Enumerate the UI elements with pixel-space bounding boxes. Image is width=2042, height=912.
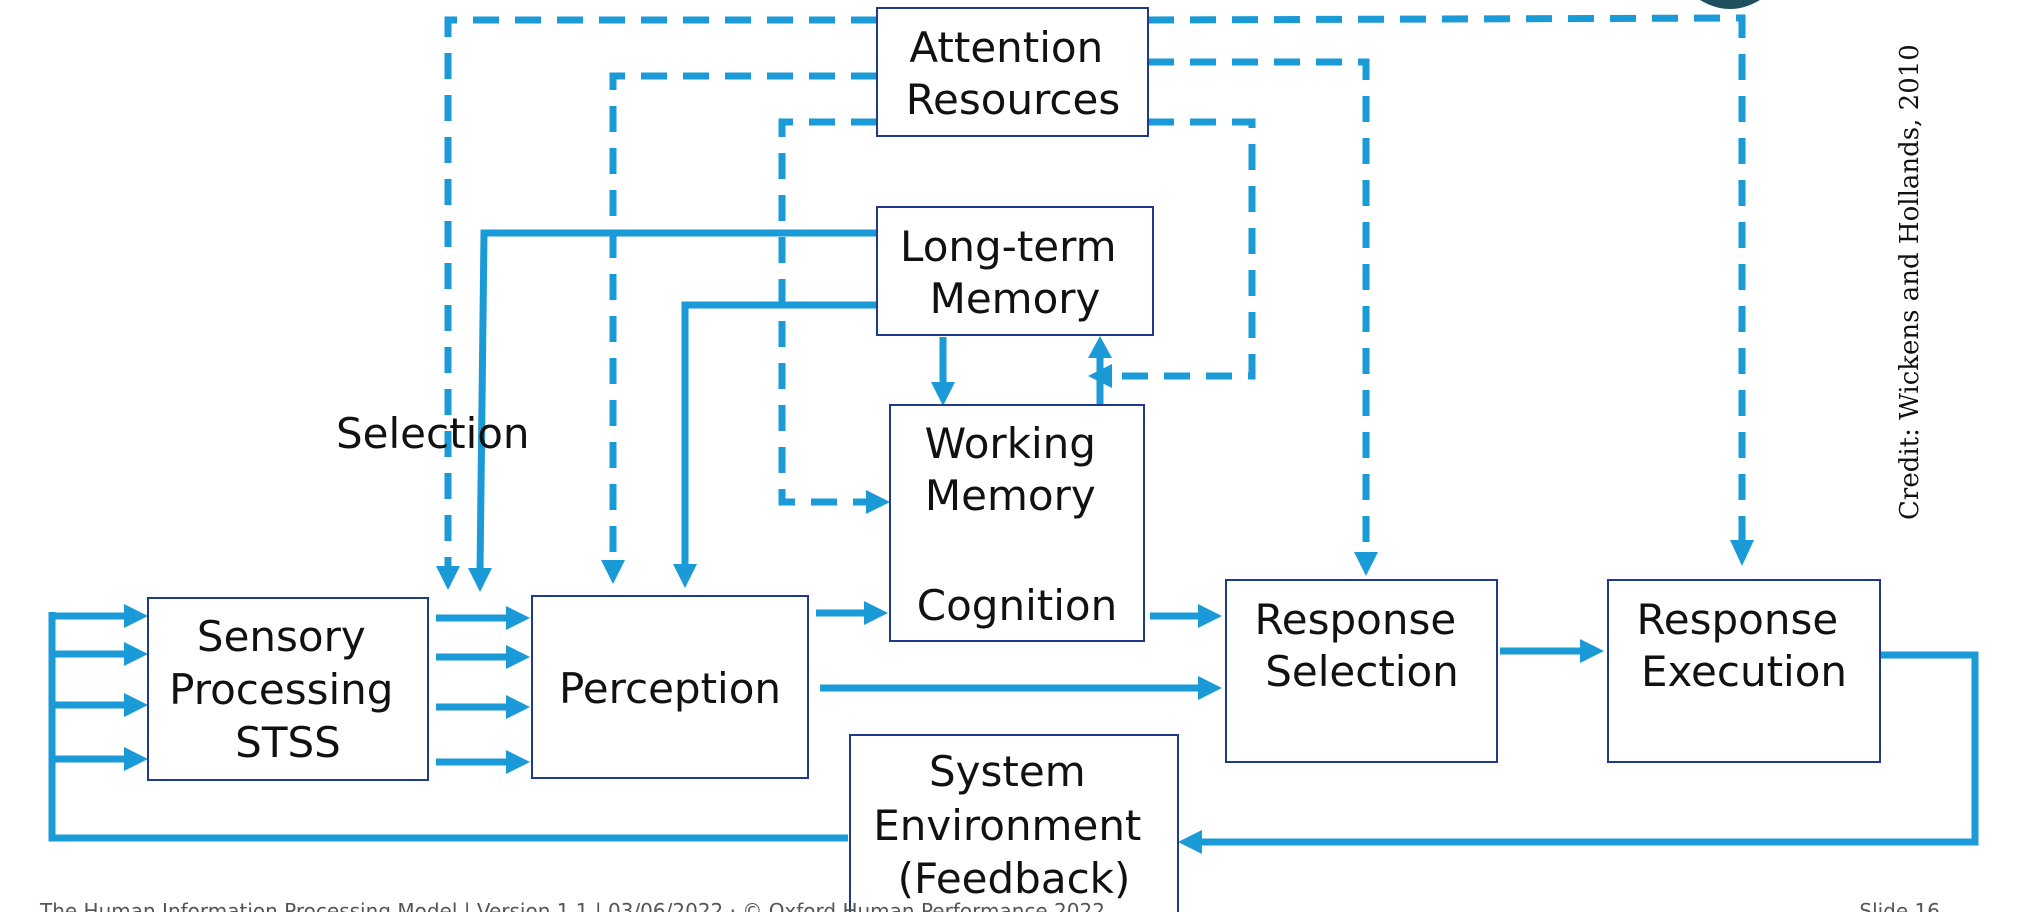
- response-selection-box: [1225, 579, 1498, 763]
- logo-fragment-icon: [1700, 0, 1760, 9]
- sensory-processing-box: [147, 597, 429, 781]
- attention-resources-label: Attention Resources: [906, 23, 1121, 124]
- system-environment-label: System Environment (Feedback): [873, 747, 1155, 903]
- perception-label: Perception: [559, 664, 781, 713]
- sensory-processing-label: Sensory Processing STSS: [169, 612, 407, 767]
- information-flow-arrows: [48, 229, 1979, 846]
- selection-label: Selection: [336, 409, 530, 458]
- system-environment-box: [849, 734, 1179, 912]
- footer-left: The Human Information Processing Model |…: [39, 899, 1105, 912]
- working-memory-box: [889, 404, 1145, 642]
- footer-right: Slide 16: [1859, 899, 1940, 912]
- response-execution-box: [1607, 579, 1881, 763]
- attention-resources-box: [876, 7, 1149, 137]
- credit-text: Credit: Wickens and Hollands, 2010: [1895, 44, 1925, 520]
- arrowheads: [124, 336, 1754, 854]
- response-selection-label: Response Selection: [1254, 595, 1469, 696]
- long-term-memory-box: [876, 206, 1154, 336]
- response-execution-label: Response Execution: [1636, 595, 1851, 696]
- perception-box: [531, 595, 809, 779]
- attention-arrows: [444, 14, 1746, 570]
- long-term-memory-label: Long-term Memory: [900, 222, 1130, 323]
- working-memory-label: Working Memory Cognition: [917, 419, 1117, 630]
